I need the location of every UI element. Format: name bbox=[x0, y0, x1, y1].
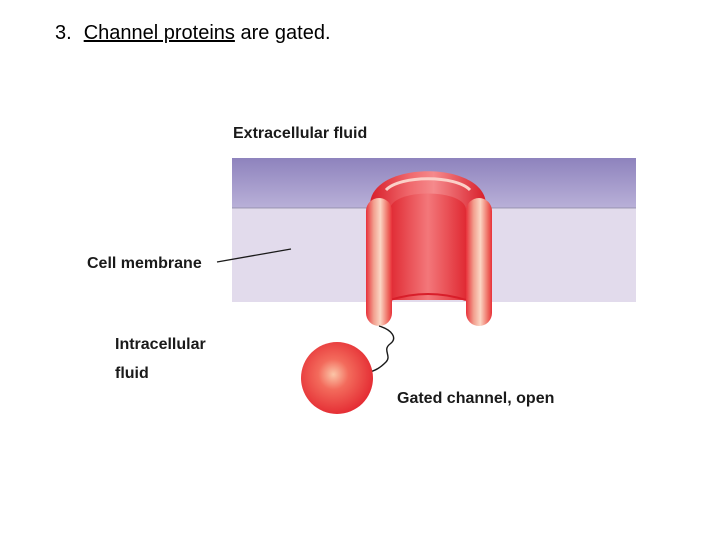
gate-ball bbox=[301, 342, 373, 414]
intracellular-label-line1: Intracellular bbox=[115, 336, 206, 353]
gate-tether bbox=[369, 325, 395, 373]
title-number: 3. bbox=[55, 22, 72, 44]
channel-rim-highlight bbox=[384, 177, 472, 192]
title-emphasis: Channel proteins bbox=[83, 22, 235, 44]
membrane-label: Cell membrane bbox=[87, 255, 202, 272]
intracellular-label-line2: fluid bbox=[115, 365, 149, 382]
extracellular-label: Extracellular fluid bbox=[233, 125, 367, 142]
slide-title: 3. Channel proteins are gated. bbox=[55, 22, 331, 45]
channel-left-subunit bbox=[366, 198, 392, 326]
channel-pore-bottom bbox=[389, 293, 467, 301]
channel-protein bbox=[366, 171, 492, 326]
gated-channel-label: Gated channel, open bbox=[397, 390, 554, 407]
channel-pore bbox=[390, 193, 466, 300]
channel-right-subunit bbox=[466, 198, 492, 326]
membrane-pointer-line bbox=[216, 248, 292, 263]
title-rest: are gated. bbox=[234, 22, 331, 44]
